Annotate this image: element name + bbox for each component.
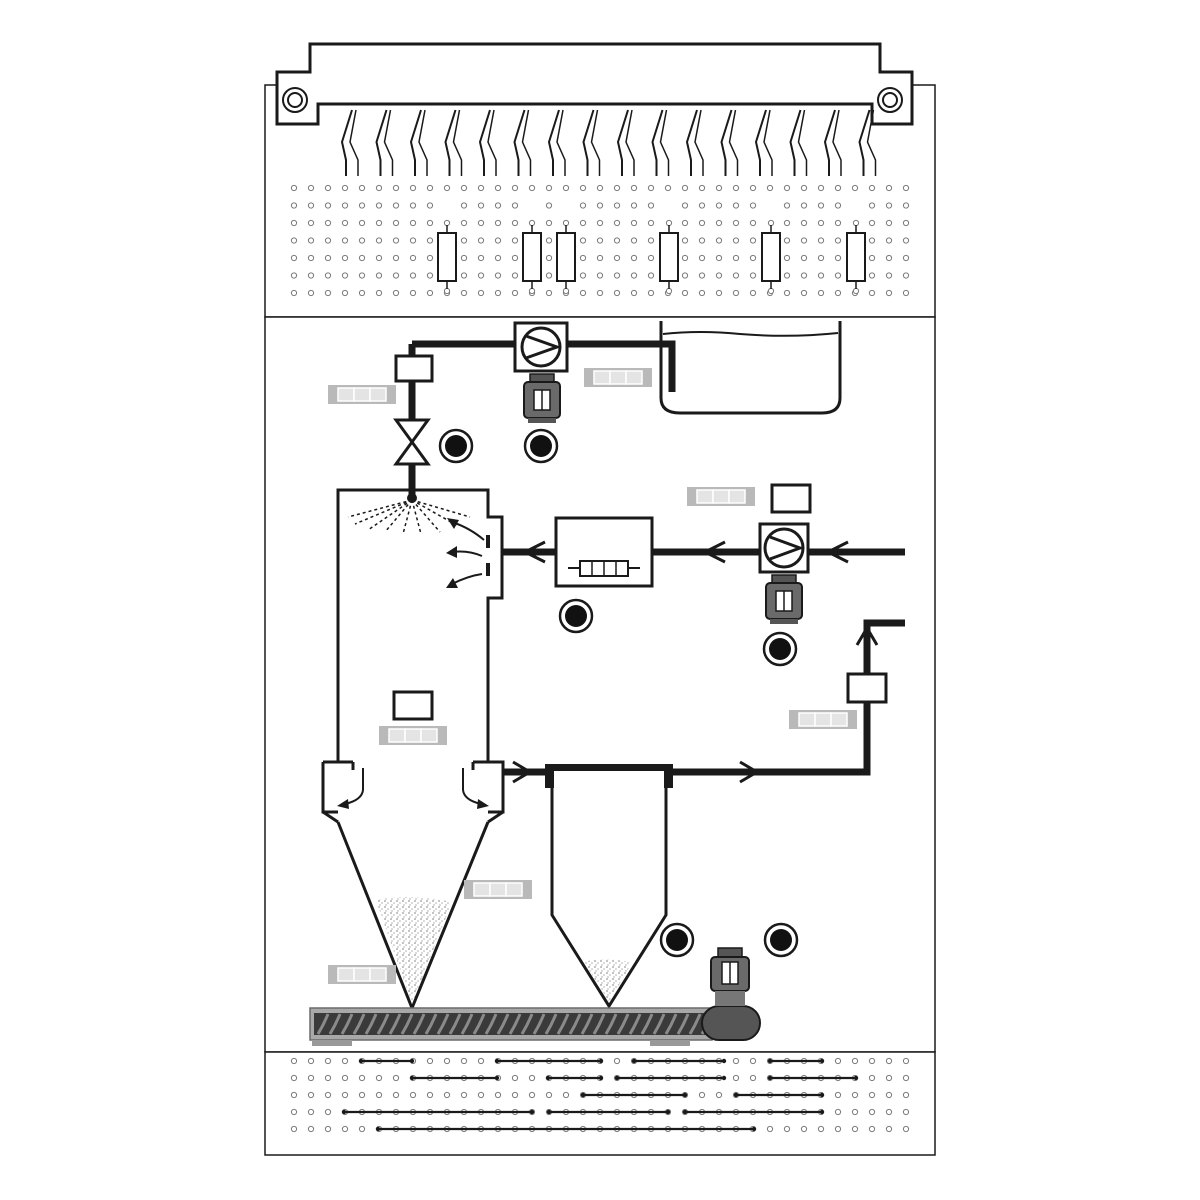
connector-pin [616, 109, 635, 176]
label-box [770, 483, 812, 514]
seven-segment-display [584, 368, 652, 387]
connector-pin [823, 109, 842, 176]
seven-segment-display [464, 880, 532, 899]
board-bottom-section [264, 1051, 936, 1156]
feed-pump [513, 321, 569, 423]
air-blower [758, 522, 810, 624]
connector-pin [409, 109, 428, 176]
indicator-lamp [438, 428, 474, 464]
resistor [761, 219, 781, 295]
board-top-section [264, 84, 936, 318]
label-box [392, 690, 434, 721]
seven-segment-display [379, 726, 447, 745]
resistor [437, 219, 457, 295]
exhaust-filter [545, 764, 673, 1009]
jumper-wire [767, 1075, 859, 1081]
mounting-screw-icon [877, 87, 903, 113]
motor-icon [765, 574, 803, 624]
connector-pins [340, 109, 877, 176]
jumper-wire [631, 1058, 727, 1064]
valve [393, 418, 431, 466]
connector-pin [789, 109, 808, 176]
indicator-lamp [558, 598, 594, 634]
atomizer-nozzle [347, 493, 471, 535]
screw-conveyor [309, 1005, 761, 1046]
motor-icon [710, 947, 750, 1006]
indicator-lamp [763, 922, 799, 958]
seven-segment-display [328, 385, 396, 404]
board-main-section [264, 316, 936, 1053]
jumper-wires [341, 1058, 859, 1132]
resistor [846, 219, 866, 295]
indicator-lamp [659, 922, 695, 958]
seven-segment-display [789, 710, 857, 729]
mounting-screw-icon [282, 87, 308, 113]
connector-pin [685, 109, 704, 176]
jumper-wire [358, 1058, 415, 1064]
jumper-wire [494, 1058, 604, 1064]
motor-icon [523, 373, 561, 423]
jumper-wire [341, 1109, 535, 1115]
jumper-wire [614, 1075, 727, 1081]
air-heater [554, 516, 654, 588]
edge-connector [275, 42, 914, 176]
resistor-array [437, 219, 866, 295]
indicator-lamp [523, 428, 559, 464]
level-sensor-box [394, 354, 434, 383]
jumper-wire [545, 1075, 604, 1081]
jumper-wire [580, 1092, 688, 1098]
powder-pile [376, 896, 452, 1004]
flow-sensor-box [846, 672, 888, 704]
connector-pin [720, 109, 739, 176]
resistor [556, 219, 576, 295]
seven-segment-display [328, 965, 396, 984]
connector-pin [513, 109, 532, 176]
seven-segment-display [687, 487, 755, 506]
connector-pin [547, 109, 566, 176]
jumper-wire [682, 1109, 825, 1115]
resistor [522, 219, 542, 295]
jumper-wire [733, 1092, 825, 1098]
flow-arrow-icon [512, 540, 879, 784]
connector-pin [478, 109, 497, 176]
connector-pin [340, 109, 359, 176]
indicator-lamp [762, 631, 798, 667]
connector-pin [754, 109, 773, 176]
connector-pin [651, 109, 670, 176]
pump-icon [520, 326, 562, 368]
jumper-wire [409, 1075, 500, 1081]
pump-icon [763, 527, 805, 569]
resistor [659, 219, 679, 295]
feed-tank [659, 321, 842, 415]
connector-pin [375, 109, 394, 176]
perfboard-holes-top [290, 184, 910, 297]
drying-chamber [321, 488, 505, 1013]
connector-pin [444, 109, 463, 176]
seven-segment-displays [328, 368, 857, 984]
conveyor-motor [710, 947, 750, 1006]
filter-powder-pile [584, 959, 632, 1002]
connector-pin [858, 109, 877, 176]
jumper-wire [375, 1126, 757, 1132]
jumper-wire [546, 1109, 671, 1115]
jumper-wire [767, 1058, 825, 1064]
indicator-lamps [438, 428, 799, 958]
connector-pin [582, 109, 601, 176]
